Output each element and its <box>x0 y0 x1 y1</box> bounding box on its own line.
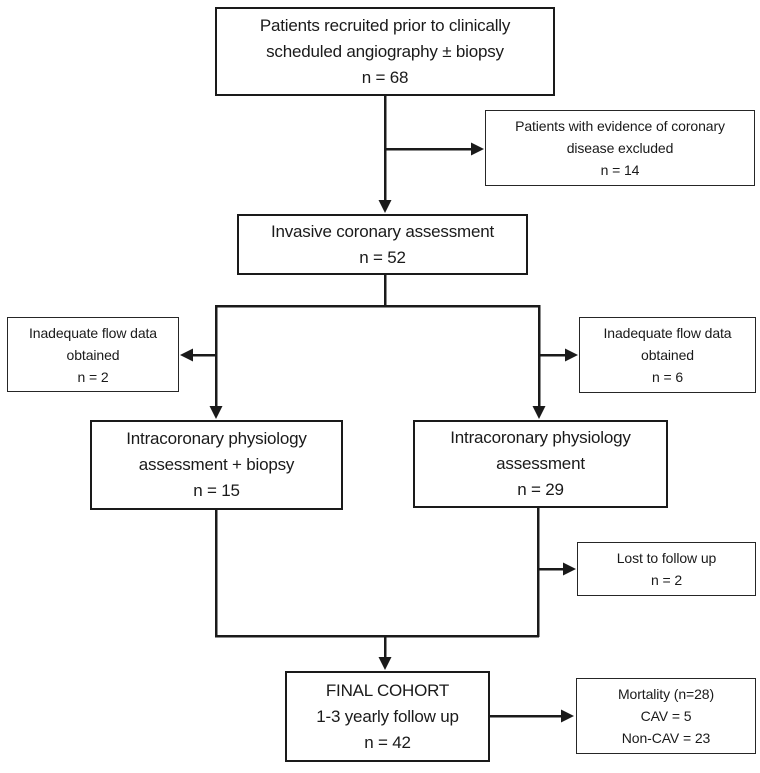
node-text-line: FINAL COHORT <box>325 680 450 700</box>
node-text-line: Mortality (n=28) <box>617 686 715 702</box>
node-text-line: assessment <box>496 454 585 473</box>
node-patients-recruited: Patients recruited prior to clinically s… <box>215 7 555 96</box>
node-text-line: Patients with evidence of coronary <box>515 118 725 134</box>
node-invasive-coronary-assessment: Invasive coronary assessment n = 52 <box>237 214 528 275</box>
node-text-line: Inadequate flow data <box>603 325 732 341</box>
node-mortality: Mortality (n=28) CAV = 5 Non-CAV = 23 <box>576 678 756 754</box>
arrowhead-to-mortality <box>561 709 574 723</box>
node-text-line: assessment + biopsy <box>138 455 295 474</box>
node-text-line: 1-3 yearly follow up <box>316 706 459 726</box>
node-text-line: obtained <box>641 347 694 363</box>
node-count: n = 42 <box>364 732 411 752</box>
arrowhead-to-physio-biopsy <box>209 406 223 419</box>
node-count: Non-CAV = 23 <box>621 730 711 746</box>
node-count: n = 29 <box>517 480 564 499</box>
node-text-line: obtained <box>66 346 120 363</box>
arrowhead-to-excluded <box>471 142 484 156</box>
arrowhead-to-final <box>378 657 392 670</box>
node-lost-to-follow-up: Lost to follow up n = 2 <box>577 542 756 596</box>
node-text-line: disease excluded <box>566 140 674 156</box>
node-count: n = 15 <box>193 481 240 500</box>
arrowhead-to-inadequate-left <box>180 348 193 362</box>
node-count: n = 68 <box>361 67 409 87</box>
node-physiology-assessment-biopsy: Intracoronary physiology assessment + bi… <box>90 420 343 510</box>
node-count: n = 52 <box>359 247 406 267</box>
node-text-line: Inadequate flow data <box>29 324 157 341</box>
node-text-line: scheduled angiography ± biopsy <box>266 41 504 61</box>
node-count: n = 6 <box>651 369 684 385</box>
node-coronary-disease-excluded: Patients with evidence of coronary disea… <box>485 110 755 186</box>
node-text-line: Intracoronary physiology <box>126 429 307 448</box>
arrowhead-recruited-to-invasive <box>378 200 392 213</box>
node-inadequate-flow-data-right: Inadequate flow data obtained n = 6 <box>579 317 756 393</box>
arrowhead-to-inadequate-right <box>565 348 578 362</box>
node-text-line: CAV = 5 <box>640 708 692 724</box>
node-count: n = 2 <box>77 368 109 385</box>
node-text-line: Lost to follow up <box>616 550 717 566</box>
node-physiology-assessment: Intracoronary physiology assessment n = … <box>413 420 668 508</box>
node-text-line: Patients recruited prior to clinically <box>259 15 511 35</box>
node-final-cohort: FINAL COHORT 1-3 yearly follow up n = 42 <box>285 671 490 762</box>
node-count: n = 14 <box>600 162 640 178</box>
node-text-line: Invasive coronary assessment <box>270 221 495 241</box>
arrowhead-to-physio <box>532 406 546 419</box>
node-count: n = 2 <box>650 572 683 588</box>
node-text-line: Intracoronary physiology <box>450 428 631 447</box>
node-inadequate-flow-data-left: Inadequate flow data obtained n = 2 <box>7 317 179 392</box>
arrowhead-to-lost <box>563 562 576 576</box>
